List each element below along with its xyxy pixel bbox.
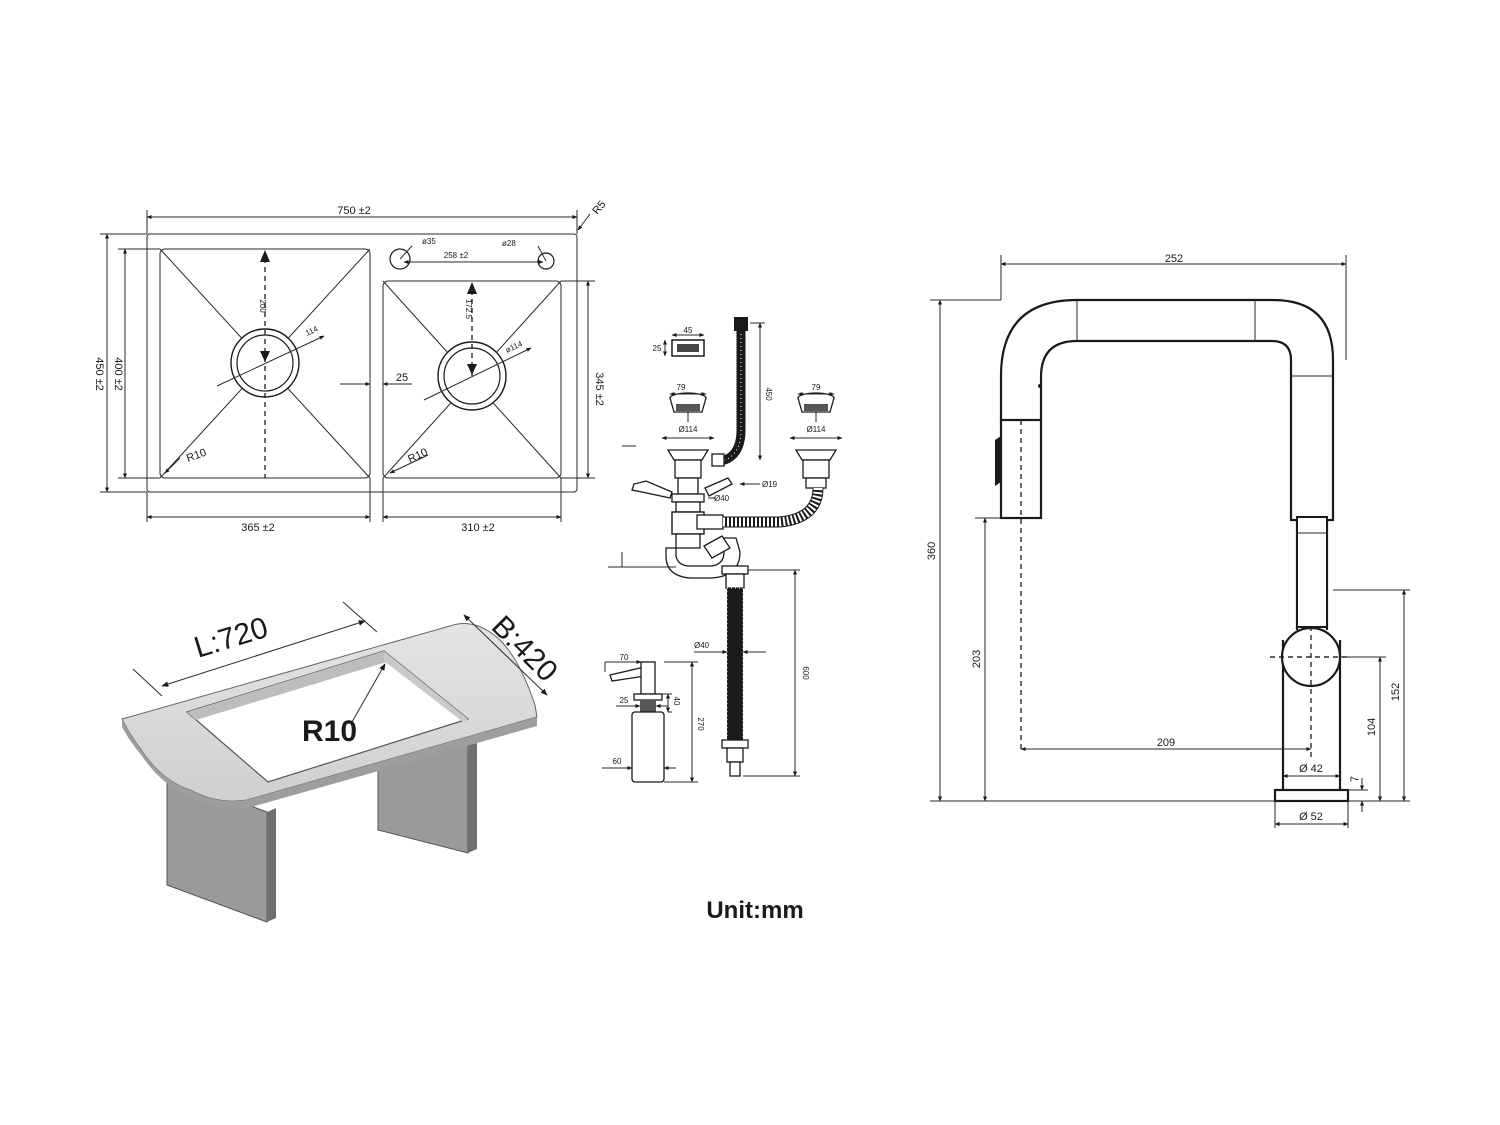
branch-dia-label: Ø19	[762, 480, 778, 489]
overall-width-label: 750 ±2	[337, 205, 371, 217]
small-bowl-width-label: 310 ±2	[461, 522, 495, 534]
divider-width-label: 25	[396, 372, 408, 384]
hole-spacing-label: 258 ±2	[444, 251, 469, 260]
faucet-hole-label: ø35	[422, 237, 436, 246]
soap-neck-width-label: 25	[620, 696, 629, 705]
sink-top-view: 750 ±2 R5 450 ±2 400 ±2 345 ±2 365 ±2 31…	[93, 199, 609, 534]
faucet-reach-label: 209	[1157, 737, 1175, 749]
trap-dia-label: Ø40	[714, 494, 730, 503]
overall-depth-label: 450 ±2	[93, 357, 105, 391]
overflow-hose	[711, 330, 746, 467]
soap-neck-height-label: 40	[672, 697, 681, 706]
spout-height-label: 203	[971, 650, 983, 668]
strainer-dia-right-label: Ø114	[807, 425, 827, 434]
small-bowl	[382, 280, 562, 479]
large-drain-offset-label: 200	[258, 299, 267, 313]
right-bowl-radius-label: R10	[406, 446, 429, 465]
countertop-length-label: L:720	[190, 611, 271, 665]
drain-pipe	[721, 565, 749, 777]
strainer-basket-right	[797, 392, 835, 422]
overflow-width-label: 45	[684, 326, 693, 335]
soap-bottle-width-label: 60	[613, 757, 622, 766]
inner-depth-label: 400 ±2	[112, 357, 124, 391]
base-height-label: 7	[1349, 776, 1361, 782]
strainer-dia-left-label: Ø114	[679, 425, 699, 434]
large-drain-dia-label: 114	[304, 324, 320, 338]
strainer-top-right-label: 79	[812, 383, 821, 392]
corner-radius-label: R5	[590, 199, 608, 217]
faucet-height-label: 360	[926, 542, 938, 560]
hose-length-label: 450	[764, 387, 773, 401]
drain-kit: 45 25 450 79 79 Ø114 Ø114	[608, 317, 843, 777]
small-drain-offset-label: 172.5	[464, 299, 473, 320]
right-drain-body	[794, 449, 838, 489]
small-bowl-depth-label: 345 ±2	[593, 372, 605, 406]
unit-label: Unit:mm	[706, 897, 803, 924]
large-bowl-width-label: 365 ±2	[241, 522, 275, 534]
countertop-view: L:720 B:420 R10	[121, 601, 564, 923]
soap-bottle	[631, 711, 665, 783]
soap-hole-label: ø28	[502, 239, 516, 248]
strainer-basket-left	[669, 392, 707, 422]
sliding-handle	[1296, 516, 1328, 628]
soap-head-width-label: 70	[620, 653, 629, 662]
body-height-label: 152	[1390, 683, 1402, 701]
left-drain-body	[631, 449, 733, 549]
faucet-base	[1273, 788, 1350, 803]
soap-dispenser: 70 25 40 270 60	[602, 653, 705, 783]
pipe-length-label: 600	[801, 666, 810, 680]
overflow-height-label: 25	[653, 344, 662, 353]
lever-height-label: 104	[1366, 718, 1378, 736]
countertop-radius-label: R10	[302, 715, 357, 748]
faucet-width-label: 252	[1165, 253, 1183, 265]
strainer-top-left-label: 79	[677, 383, 686, 392]
pipe-dia-label: Ø40	[694, 641, 710, 650]
body-diameter-label: Ø 42	[1299, 763, 1323, 775]
base-diameter-label: Ø 52	[1299, 811, 1323, 823]
faucet-side-view: 252 360 203 209 Ø 42 Ø 52 7 104 152	[926, 253, 1410, 828]
sink-outline	[146, 233, 578, 493]
soap-total-height-label: 270	[696, 717, 705, 731]
faucet-spout	[1039, 339, 1299, 630]
left-bowl-radius-label: R10	[185, 447, 208, 465]
